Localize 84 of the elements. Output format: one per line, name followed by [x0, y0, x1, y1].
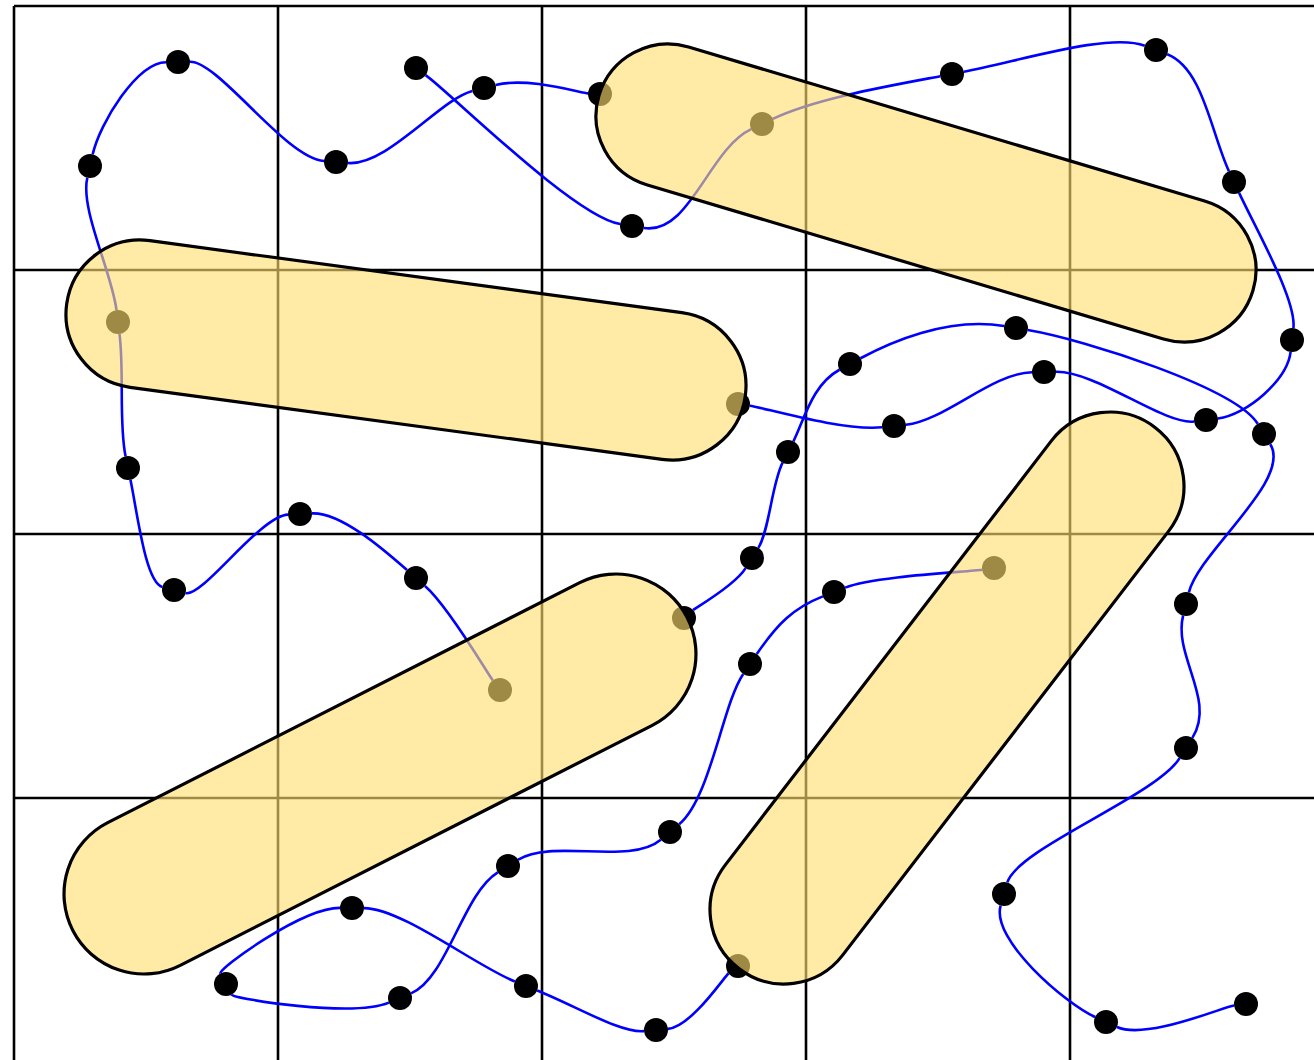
dot [514, 974, 538, 998]
curve-line [963, 40, 1146, 74]
curve-line [185, 513, 289, 595]
curve-line [424, 74, 621, 226]
dot [644, 1018, 668, 1042]
dot [658, 820, 682, 844]
dot [1004, 316, 1028, 340]
curve-line [363, 906, 516, 983]
curve-line [692, 567, 747, 612]
curve-line [772, 74, 941, 121]
curve-line [1055, 370, 1195, 423]
dot [1234, 992, 1258, 1016]
curve-line [844, 568, 983, 589]
curve-line [859, 322, 1005, 360]
dot [750, 112, 774, 136]
dot [404, 56, 428, 80]
dot [106, 310, 130, 334]
dot [162, 578, 186, 602]
curve-line [91, 60, 167, 155]
dot [472, 76, 496, 100]
curve-line [495, 81, 589, 95]
dot [882, 414, 906, 438]
curve-line [998, 905, 1096, 1019]
dot [672, 606, 696, 630]
dot [1252, 422, 1276, 446]
curve-line [749, 404, 883, 429]
curve-line [118, 333, 127, 457]
curve-line [424, 585, 494, 682]
curve-line [1116, 1004, 1235, 1032]
dot [588, 82, 612, 106]
dot [1194, 408, 1218, 432]
dot [822, 580, 846, 604]
dot [1094, 1010, 1118, 1034]
curve-line [1180, 615, 1201, 739]
dot [288, 502, 312, 526]
dot [340, 896, 364, 920]
dot [992, 882, 1016, 906]
dot [324, 150, 348, 174]
dot [1280, 328, 1304, 352]
curve-line [410, 871, 499, 995]
curve-line [792, 368, 841, 442]
dot [116, 456, 140, 480]
dot [1032, 360, 1056, 384]
curve-line [231, 993, 390, 1010]
dot [620, 214, 644, 238]
curve-line [643, 128, 752, 230]
dot [78, 154, 102, 178]
curve-line [129, 479, 164, 588]
dot [726, 954, 750, 978]
dot [940, 62, 964, 86]
dot [1174, 736, 1198, 760]
curve-line [1217, 351, 1292, 420]
curve-line [1166, 53, 1231, 172]
dot [488, 678, 512, 702]
curve-line [678, 673, 745, 826]
curve-line [219, 906, 341, 975]
curve-line [1006, 757, 1181, 884]
dot [496, 854, 520, 878]
curve-line [1187, 443, 1275, 593]
curve-line [1027, 328, 1259, 425]
dot [726, 392, 750, 416]
curve-line [189, 60, 325, 163]
curve-line [905, 370, 1033, 427]
dot [1144, 38, 1168, 62]
dot [740, 546, 764, 570]
dot [1222, 170, 1246, 194]
curve-line [517, 838, 662, 861]
curve-line [755, 595, 824, 655]
dot [404, 566, 428, 590]
dot [1174, 592, 1198, 616]
curve-line [667, 972, 730, 1031]
curve-line [1237, 192, 1295, 329]
dot [982, 556, 1006, 580]
curve-line [311, 512, 408, 572]
dot [388, 986, 412, 1010]
dot [776, 440, 800, 464]
curve-line [536, 989, 645, 1033]
dot [214, 972, 238, 996]
dot [166, 50, 190, 74]
curve-line [84, 177, 118, 311]
dot [738, 652, 762, 676]
dot [838, 352, 862, 376]
curve-line [347, 89, 473, 165]
curve-line [757, 462, 784, 549]
